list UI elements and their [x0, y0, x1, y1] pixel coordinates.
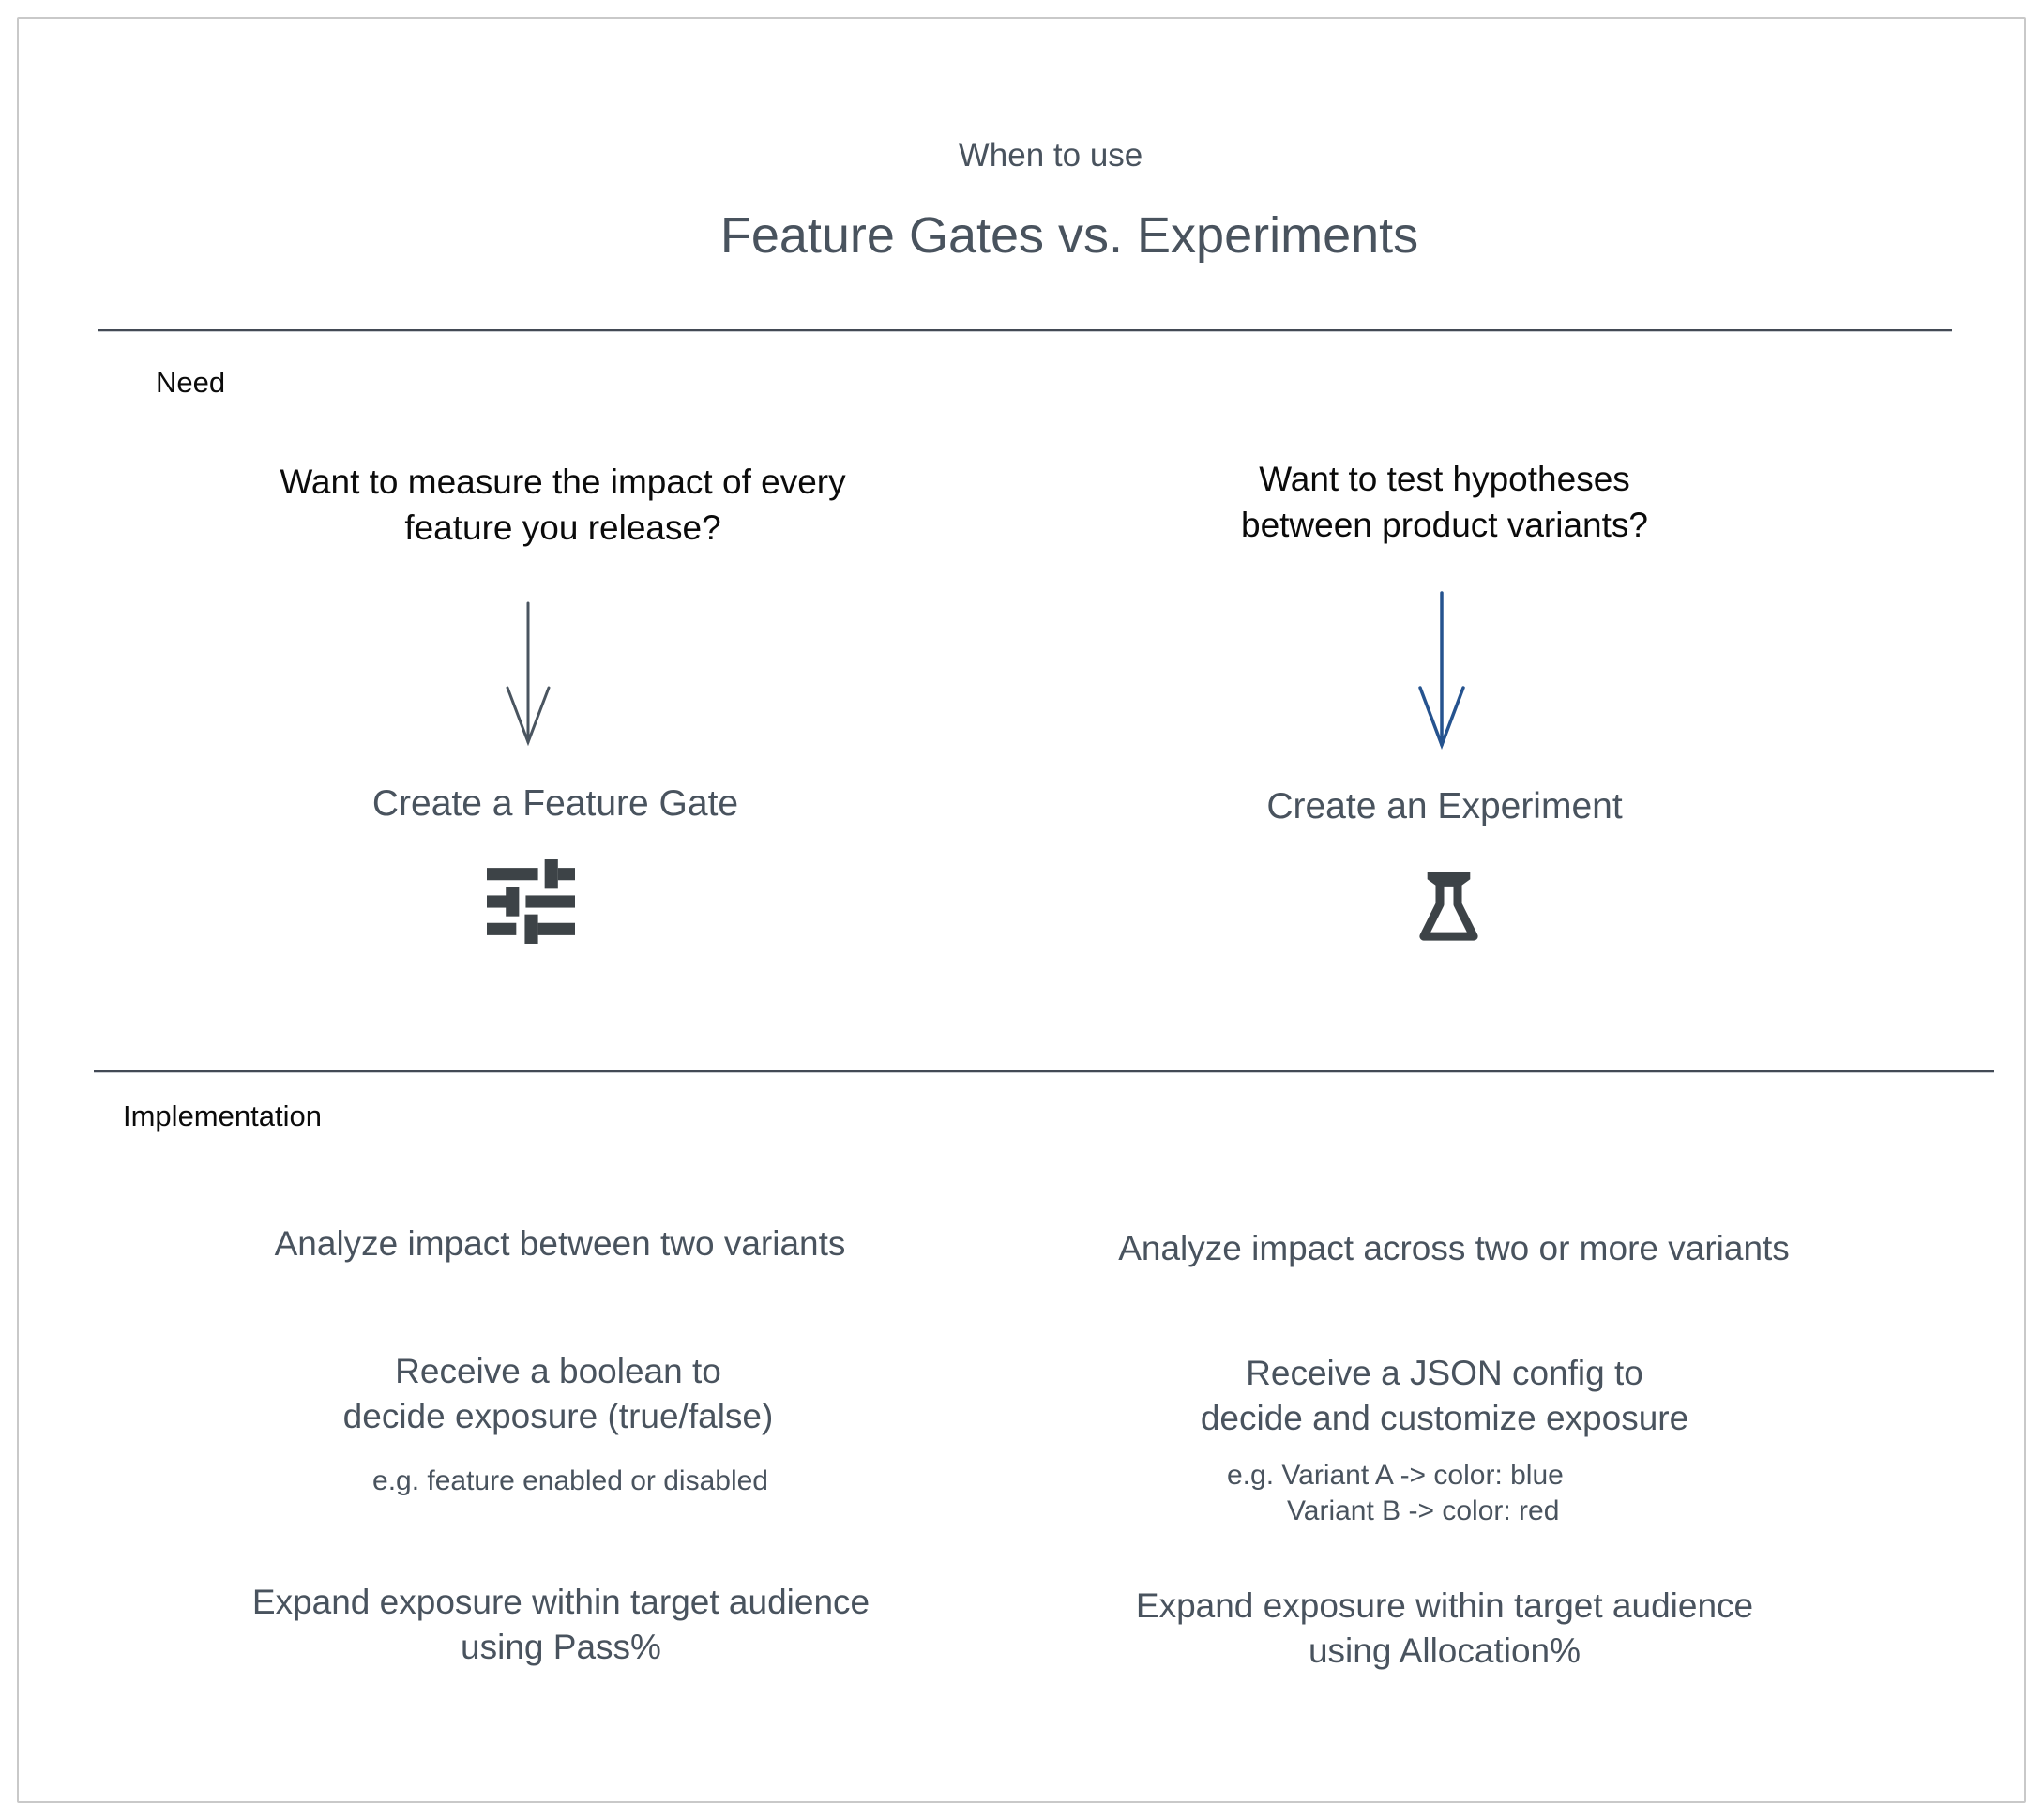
- feature-gate-receive-text: Receive a boolean to decide exposure (tr…: [343, 1349, 774, 1439]
- eyebrow-title: When to use: [958, 137, 1143, 174]
- implementation-section-divider: [94, 1070, 1994, 1072]
- down-arrow-gray-icon: [500, 601, 556, 754]
- create-experiment-label: Create an Experiment: [1266, 786, 1623, 827]
- experiment-example-line1: e.g. Variant A -> color: blue: [1227, 1460, 1564, 1491]
- need-section-label: Need: [156, 366, 226, 399]
- feature-gate-receive-line1: Receive a boolean to: [395, 1352, 721, 1390]
- experiment-analyze-text: Analyze impact across two or more varian…: [1118, 1229, 1790, 1267]
- experiment-question: Want to test hypotheses between product …: [1241, 456, 1648, 548]
- feature-gate-expand-line1: Expand exposure within target audience: [251, 1583, 870, 1621]
- feature-gate-example-text: e.g. feature enabled or disabled: [372, 1465, 768, 1496]
- create-feature-gate-label: Create a Feature Gate: [371, 783, 739, 824]
- experiment-receive-line1: Receive a JSON config to: [1246, 1354, 1643, 1392]
- feature-gate-analyze-text: Analyze impact between two variants: [274, 1224, 846, 1263]
- feature-gate-question: Want to measure the impact of every feat…: [280, 459, 845, 551]
- sliders-icon: [487, 857, 575, 950]
- feature-gate-expand-line2: using Pass%: [461, 1628, 661, 1666]
- need-section-divider: [98, 329, 1952, 331]
- experiment-receive-text: Receive a JSON config to decide and cust…: [1201, 1351, 1688, 1441]
- feature-gate-question-line2: feature you release?: [404, 508, 721, 547]
- experiment-example-line2: Variant B -> color: red: [1287, 1495, 1560, 1526]
- experiment-example-text: e.g. Variant A -> color: blue Variant B …: [1227, 1458, 1564, 1529]
- page-title: Feature Gates vs. Experiments: [719, 207, 1419, 264]
- experiment-receive-line2: decide and customize exposure: [1200, 1399, 1689, 1437]
- experiment-expand-line1: Expand exposure within target audience: [1135, 1586, 1754, 1625]
- down-arrow-blue-icon: [1412, 591, 1472, 757]
- implementation-section-label: Implementation: [123, 1100, 322, 1132]
- experiment-question-line2: between product variants?: [1241, 506, 1648, 544]
- experiment-expand-text: Expand exposure within target audience u…: [1136, 1584, 1753, 1674]
- feature-gate-expand-text: Expand exposure within target audience u…: [252, 1580, 870, 1670]
- flask-icon: [1404, 867, 1493, 961]
- outer-frame-border: [17, 17, 2026, 1803]
- experiment-question-line1: Want to test hypotheses: [1259, 460, 1630, 498]
- feature-gate-receive-line2: decide exposure (true/false): [342, 1397, 774, 1435]
- experiment-expand-line2: using Allocation%: [1308, 1631, 1581, 1670]
- feature-gate-question-line1: Want to measure the impact of every: [280, 463, 846, 501]
